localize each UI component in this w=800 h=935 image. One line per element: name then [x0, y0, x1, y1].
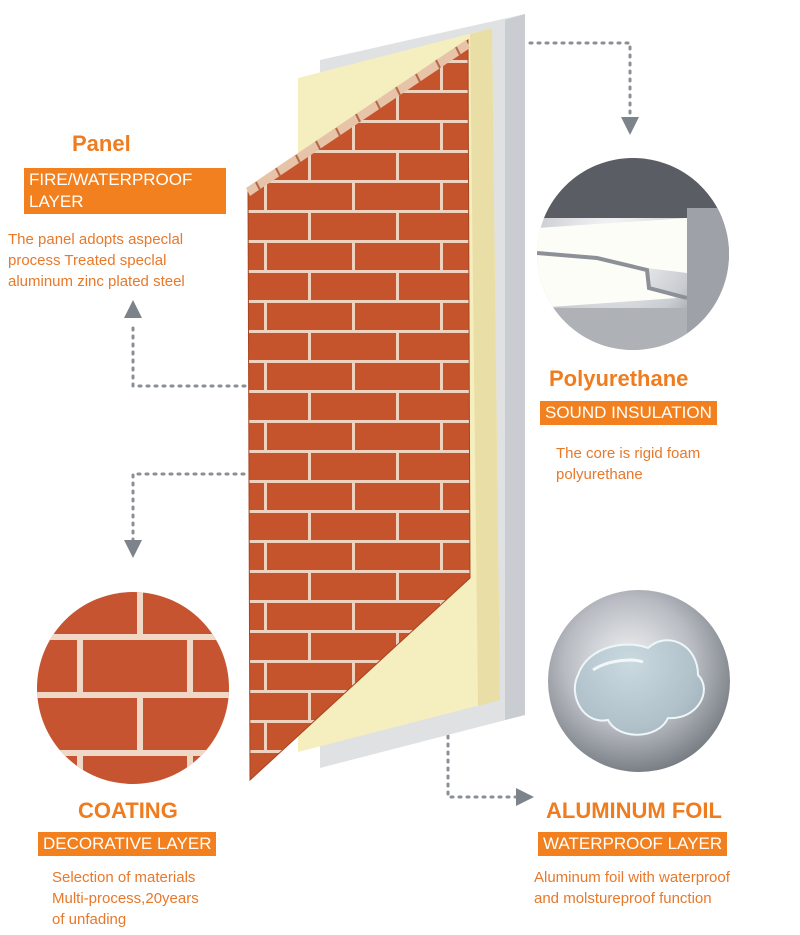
- panel-tag-line2: LAYER: [29, 192, 84, 211]
- panel-desc-line1: The panel adopts aspeclal: [8, 231, 184, 248]
- polyurethane-tag: SOUND INSULATION: [540, 401, 717, 425]
- panel-tag: FIRE/WATERPROOF LAYER: [24, 168, 226, 214]
- panel-tag-line1: FIRE/WATERPROOF: [29, 170, 193, 189]
- aluminum-desc-line2: and molstureproof function: [534, 890, 712, 907]
- coating-title: COATING: [78, 798, 178, 823]
- coating-desc-line3: of unfading: [52, 911, 127, 928]
- arrow-up-icon: [124, 300, 142, 318]
- panel-desc-line3: aluminum zinc plated steel: [8, 273, 185, 290]
- panel-title: Panel: [72, 131, 131, 156]
- panel-desc-line2: process Treated speclal: [8, 252, 167, 269]
- coating-description: Selection of materials Multi-process,20y…: [52, 867, 199, 930]
- aluminum-description: Aluminum foil with waterproof and molstu…: [534, 867, 730, 909]
- polyurethane-description: The core is rigid foam polyurethane: [556, 443, 700, 485]
- coating-desc-line2: Multi-process,20years: [52, 890, 199, 907]
- aluminum-foil-closeup: [548, 590, 730, 772]
- panel-description: The panel adopts aspeclal process Treate…: [8, 229, 185, 292]
- arrow-down-icon: [124, 540, 142, 558]
- coating-tag: DECORATIVE LAYER: [38, 832, 217, 856]
- polyurethane-desc-line1: The core is rigid foam: [556, 445, 701, 462]
- aluminum-tag: WATERPROOF LAYER: [538, 832, 728, 856]
- aluminum-desc-line1: Aluminum foil with waterproof: [534, 869, 730, 886]
- arrow-down-icon: [621, 117, 639, 135]
- coating-closeup: [37, 592, 229, 784]
- coating-desc-line1: Selection of materials: [52, 869, 196, 886]
- panel-ribbed-edge: [246, 40, 470, 196]
- polyurethane-closeup: [537, 158, 729, 350]
- arrow-right-icon: [516, 788, 534, 806]
- polyurethane-desc-line2: polyurethane: [556, 466, 643, 483]
- polyurethane-title: Polyurethane: [549, 366, 689, 391]
- aluminum-title: ALUMINUM FOIL: [546, 798, 722, 823]
